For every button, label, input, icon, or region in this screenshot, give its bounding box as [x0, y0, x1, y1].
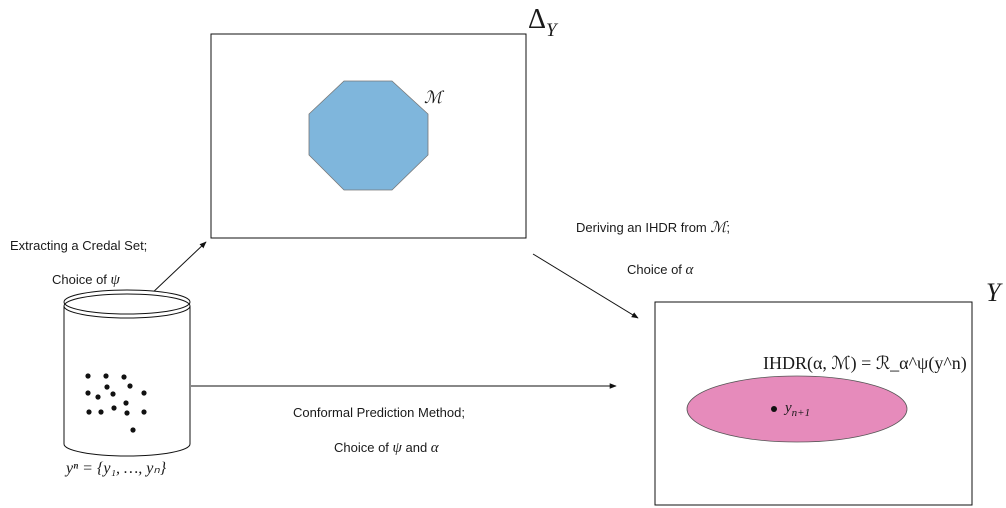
choice-alpha-label: Choice of α — [627, 262, 694, 278]
arrow-to-ihdr — [532, 253, 639, 319]
choice-psi-alpha-label: Choice of ψ and α — [334, 440, 439, 456]
ihdr-formula: IHDR(α, ℳ) = ℛ_α^ψ(y^n) — [763, 353, 967, 373]
ihdr-region-ellipse — [686, 375, 908, 443]
outcome-space-corner-label: Y — [986, 278, 1001, 307]
credal-set-label: ℳ — [424, 88, 443, 107]
new-point-label: yn+1 — [785, 400, 811, 419]
dataset-cylinder — [63, 289, 191, 457]
dataset-label: yⁿ = {y₁, …, yₙ} — [66, 460, 167, 477]
data-points — [85, 373, 147, 433]
conformal-method-label: Conformal Prediction Method; — [293, 405, 465, 420]
credal-set-octagon — [308, 80, 429, 191]
derive-ihdr-label: Deriving an IHDR from ℳ; — [576, 220, 731, 236]
choice-psi-label: Choice of ψ — [52, 272, 120, 288]
simplex-corner-label: ΔY — [528, 4, 557, 41]
new-point-dot — [771, 406, 777, 412]
extract-credal-label: Extracting a Credal Set; — [10, 238, 148, 253]
